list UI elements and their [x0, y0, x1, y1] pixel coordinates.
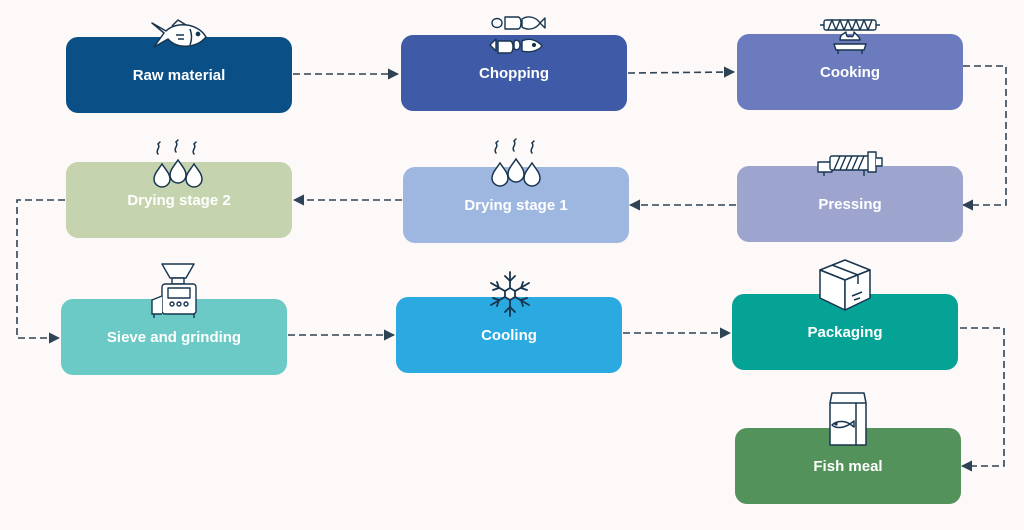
- step-label: Chopping: [479, 64, 549, 82]
- step-label: Sieve and grinding: [106, 328, 242, 346]
- step-label: Drying stage 2: [127, 191, 231, 209]
- screw-press-icon: [816, 148, 884, 178]
- step-label: Cooling: [481, 326, 537, 344]
- arrow-cooking-to-pressing: [961, 65, 1007, 211]
- step-cooling: Cooling: [396, 297, 622, 373]
- steam-drops-icon: [150, 140, 206, 190]
- step-pressing: Pressing: [737, 166, 963, 242]
- fish-meal-bag-icon: [826, 391, 870, 447]
- box-icon: [816, 258, 874, 312]
- step-sieve-and-grinding: Sieve and grinding: [61, 299, 287, 375]
- steam-drops-icon: [488, 139, 544, 189]
- step-label: Drying stage 1: [464, 196, 568, 214]
- step-label: Pressing: [818, 195, 882, 213]
- chopped-fish-icon: [488, 13, 546, 57]
- step-drying-stage-1: Drying stage 1: [403, 167, 629, 243]
- step-label: Raw material: [132, 66, 226, 84]
- step-raw-material: Raw material: [66, 37, 292, 113]
- grinder-machine-icon: [148, 262, 202, 320]
- arrow-packaging-to-fishmeal: [960, 327, 1005, 472]
- arrow-drying2-to-sieve: [16, 199, 65, 344]
- snowflake-icon: [486, 270, 534, 318]
- step-label: Fish meal: [813, 457, 883, 475]
- cooking-burner-icon: [818, 16, 882, 56]
- fish-icon: [150, 17, 210, 53]
- step-label: Packaging: [807, 323, 883, 341]
- arrow-chopping-to-cooking: [627, 66, 736, 78]
- step-label: Cooking: [820, 63, 880, 81]
